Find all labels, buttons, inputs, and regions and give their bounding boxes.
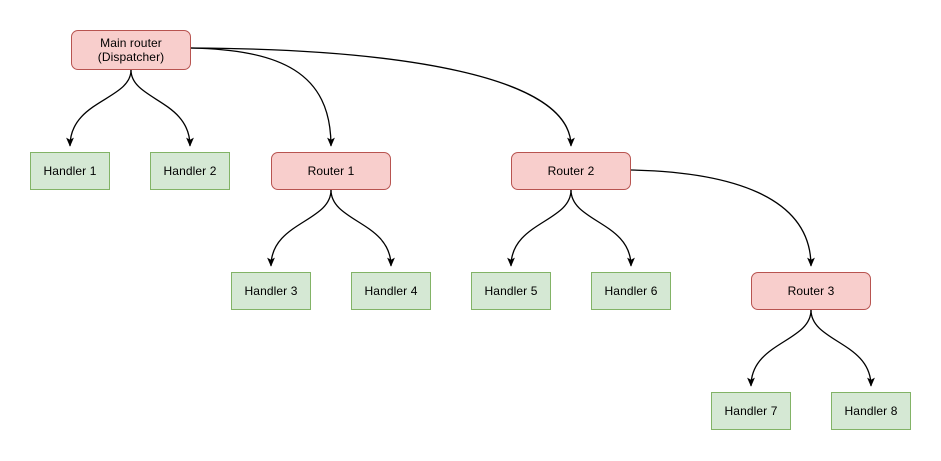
edge-router-2-to-handler-6 [570, 189, 635, 267]
node-handler-8-label: Handler 8 [844, 404, 898, 418]
node-handler-4[interactable]: Handler 4 [351, 272, 431, 310]
node-handler-4-label: Handler 4 [364, 284, 418, 298]
edge-main-to-router-2 [190, 47, 575, 147]
node-router-1-label: Router 1 [307, 164, 355, 178]
edge-router-1-to-handler-4 [330, 189, 395, 267]
node-handler-6-label: Handler 6 [604, 284, 658, 298]
edge-main-to-router-1 [190, 47, 335, 147]
edge-router-3-to-handler-7 [747, 309, 812, 387]
edge-router-2-to-handler-5 [507, 189, 572, 267]
node-router-2[interactable]: Router 2 [511, 152, 631, 190]
node-handler-5-label: Handler 5 [484, 284, 538, 298]
node-handler-5[interactable]: Handler 5 [471, 272, 551, 310]
node-handler-7[interactable]: Handler 7 [711, 392, 791, 430]
node-router-3[interactable]: Router 3 [751, 272, 871, 310]
edge-router-2-to-router-3 [630, 169, 815, 267]
node-handler-2-label: Handler 2 [163, 164, 217, 178]
node-handler-3-label: Handler 3 [244, 284, 298, 298]
edge-router-1-to-handler-3 [267, 189, 332, 267]
node-handler-8[interactable]: Handler 8 [831, 392, 911, 430]
node-handler-6[interactable]: Handler 6 [591, 272, 671, 310]
edge-router-3-to-handler-8 [810, 309, 875, 387]
node-router-3-label: Router 3 [787, 284, 835, 298]
node-handler-1[interactable]: Handler 1 [30, 152, 110, 190]
node-handler-2[interactable]: Handler 2 [150, 152, 230, 190]
edge-main-to-handler-1 [66, 69, 132, 147]
node-main-router[interactable]: Main router (Dispatcher) [71, 30, 191, 70]
node-main-router-label: Main router (Dispatcher) [97, 36, 165, 64]
node-handler-3[interactable]: Handler 3 [231, 272, 311, 310]
edge-main-to-handler-2 [130, 69, 194, 147]
node-handler-1-label: Handler 1 [43, 164, 97, 178]
node-handler-7-label: Handler 7 [724, 404, 778, 418]
node-router-1[interactable]: Router 1 [271, 152, 391, 190]
node-router-2-label: Router 2 [547, 164, 595, 178]
